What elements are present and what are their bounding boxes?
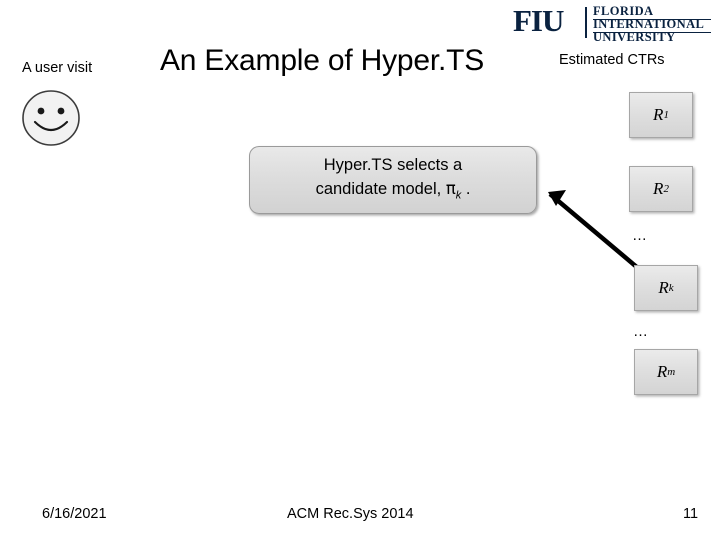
logo-line-florida: FLORIDA: [593, 4, 654, 18]
logo-divider: [585, 7, 587, 38]
ctr-box-r2-base: R: [653, 179, 664, 198]
selection-line2-pre: candidate model,: [315, 179, 446, 198]
logo-wordmark: FLORIDA INTERNATIONAL UNIVERSITY: [593, 5, 704, 44]
footer-conference: ACM Rec.Sys 2014: [287, 506, 414, 522]
ellipsis-lower: …: [633, 323, 649, 340]
ctr-box-rm-sub: m: [667, 366, 676, 378]
pi-subscript: k: [455, 189, 462, 202]
smiley-face-icon: [21, 89, 81, 147]
selection-line2-post: .: [461, 179, 471, 198]
logo-line-university: UNIVERSITY: [593, 30, 676, 44]
ctr-box-r1-sub: 1: [663, 109, 669, 121]
ellipsis-upper: …: [632, 227, 648, 244]
fiu-logo: FIU FLORIDA INTERNATIONAL UNIVERSITY: [513, 4, 713, 44]
estimated-ctrs-label: Estimated CTRs: [559, 52, 665, 68]
ctr-box-r2-sub: 2: [663, 183, 669, 195]
logo-line-international: INTERNATIONAL: [593, 17, 705, 31]
logo-abbrev-text: FIU: [513, 3, 564, 38]
ctr-box-rk-sub: k: [668, 282, 674, 294]
pi-symbol: π: [445, 178, 456, 198]
ctr-box-rk-base: R: [658, 278, 669, 297]
hyperts-selection-text: Hyper.TS selects a candidate model, πk .: [316, 153, 471, 207]
user-visit-label: A user visit: [22, 60, 93, 76]
ctr-box-r1-base: R: [653, 105, 664, 124]
slide-title: An Example of Hyper.TS: [160, 44, 485, 77]
selection-line1: Hyper.TS selects a: [323, 155, 463, 174]
logo-rule-top: [593, 18, 711, 20]
footer-date: 6/16/2021: [42, 506, 107, 522]
hyperts-selection-box: Hyper.TS selects a candidate model, πk .: [249, 146, 537, 214]
logo-rule-bottom: [593, 31, 711, 33]
footer-page-number: 11: [683, 506, 699, 522]
ctr-box-rm-base: R: [656, 362, 668, 381]
